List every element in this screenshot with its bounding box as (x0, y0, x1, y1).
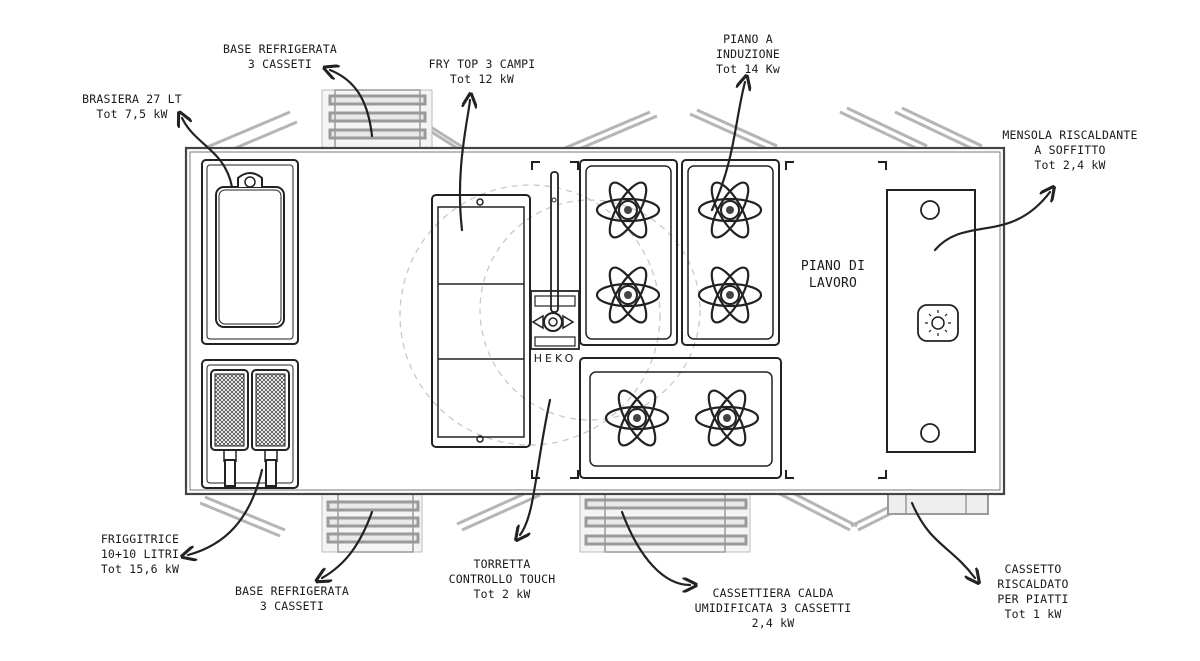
arrow-mensola (933, 192, 1050, 252)
label-line: 3 CASSETI (247, 57, 313, 71)
induction-top-left (579, 159, 678, 346)
arrow-base-bottom (322, 510, 374, 578)
base-refrigerata-bottom (321, 493, 423, 553)
label-line: CASSETTIERA CALDA (712, 586, 834, 600)
label-line: Tot 14 Kw (715, 62, 781, 76)
arrow-brasiera (182, 118, 234, 189)
brand-heko: HEKO (533, 352, 577, 365)
label-line: BASE REFRIGERATA (223, 42, 337, 56)
cassettiera-calda-block (579, 493, 751, 553)
label-line: FRIGGITRICE (100, 532, 180, 546)
label-line: 3 CASSETI (259, 599, 325, 613)
label-line: MENSOLA RISCALDANTE (1002, 128, 1138, 142)
arrow-base-top (330, 70, 374, 138)
base-refrigerata-top (321, 89, 433, 149)
label-cassetto: CASSETTO RISCALDATO PER PIATTI Tot 1 kW (997, 562, 1068, 622)
label-line: Tot 1 kW (1004, 607, 1062, 621)
label-line: INDUZIONE (715, 47, 781, 61)
island-top (184, 146, 1006, 496)
label-induzione: PIANO A INDUZIONE Tot 14 Kw (716, 32, 780, 77)
arrow-cassetto (910, 501, 975, 578)
label-frytop: FRY TOP 3 CAMPI Tot 12 kW (429, 57, 536, 87)
label-line: Tot 12 kW (449, 72, 515, 86)
label-line: Tot 7,5 kW (96, 107, 168, 121)
label-line: Tot 15,6 kW (100, 562, 180, 576)
label-mensola: MENSOLA RISCALDANTE A SOFFITTO Tot 2,4 k… (1002, 128, 1137, 173)
label-line: TORRETTA (473, 557, 531, 571)
label-line: CASSETTO (1004, 562, 1062, 576)
label-line: UMIDIFICATA 3 CASSETTI (694, 601, 852, 615)
label-line: BRASIERA 27 LT (82, 92, 182, 106)
brasiera-unit (201, 159, 299, 345)
label-line: PIANO DI (800, 259, 866, 274)
annotation-arrows (182, 70, 1050, 585)
label-cassettiera: CASSETTIERA CALDA UMIDIFICATA 3 CASSETTI… (695, 586, 852, 631)
piano-lavoro-corners (785, 161, 887, 479)
mensola-unit (886, 189, 976, 453)
label-friggitrice: FRIGGITRICE 10+10 LITRI Tot 15,6 kW (101, 532, 179, 577)
label-line: LAVORO (808, 276, 858, 291)
label-line: Tot 2 kW (473, 587, 531, 601)
arrow-frytop (458, 100, 470, 232)
label-line: PER PIATTI (997, 592, 1069, 606)
label-line: BASE REFRIGERATA (235, 584, 349, 598)
induction-bottom (579, 357, 782, 479)
arrow-induzione (710, 82, 745, 212)
label-line: 2,4 kW (751, 616, 795, 630)
arrow-torretta (520, 398, 552, 535)
label-line: PIANO A (723, 32, 773, 46)
label-brasiera: BRASIERA 27 LT Tot 7,5 kW (82, 92, 182, 122)
label-base-top: BASE REFRIGERATA 3 CASSETI (223, 42, 337, 72)
induction-top-right (681, 159, 780, 346)
reach-circles (399, 184, 701, 446)
label-line: CONTROLLO TOUCH (448, 572, 556, 586)
label-line: RISCALDATO (997, 577, 1069, 591)
label-torretta: TORRETTA CONTROLLO TOUCH Tot 2 kW (449, 557, 556, 602)
cassetto-riscaldato-block (887, 493, 989, 515)
label-piano-lavoro: PIANO DI LAVORO (801, 258, 865, 292)
label-line: 10+10 LITRI (100, 547, 180, 561)
label-base-bottom: BASE REFRIGERATA 3 CASSETI (235, 584, 349, 614)
arrow-cassettiera (620, 510, 690, 585)
label-line: FRY TOP 3 CAMPI (428, 57, 536, 71)
label-line: Tot 2,4 kW (1034, 158, 1106, 172)
torretta-unit (530, 161, 580, 479)
label-line: A SOFFITTO (1034, 143, 1106, 157)
fry-top-unit (431, 194, 531, 448)
arrow-friggitrice (188, 468, 264, 555)
friggitrice-unit (201, 359, 299, 489)
